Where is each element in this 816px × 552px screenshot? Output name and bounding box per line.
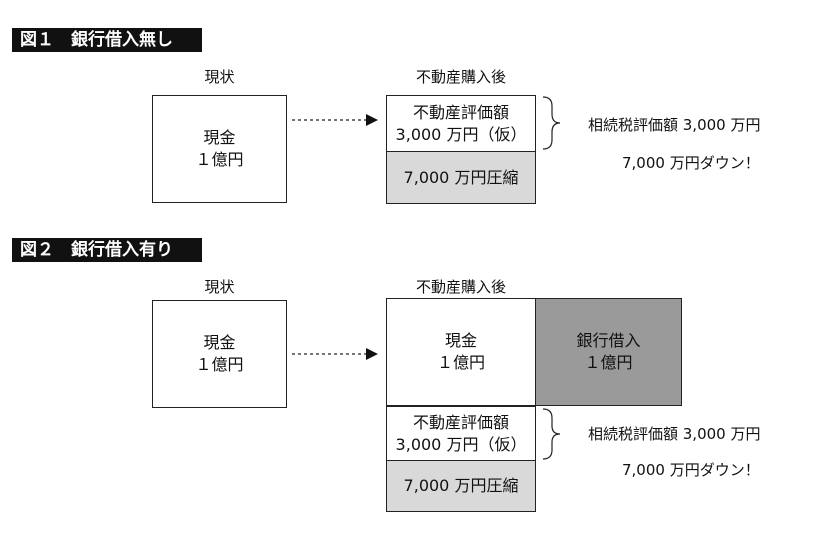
figure2-compression-box: 7,000 万円圧縮 [386, 460, 536, 512]
figure2-current-heading: 現状 [204, 278, 235, 296]
figure2-after-heading: 不動産購入後 [415, 278, 506, 296]
figure2-loan-box: 銀行借入 １億円 [535, 298, 682, 406]
figure1-note-reduction: 7,000 万円ダウン！ [622, 154, 760, 172]
figure2-title: 図２ 銀行借入有り [12, 238, 202, 262]
figure2-compression-label: 7,000 万円圧縮 [403, 476, 519, 495]
figure1-compression-box: 7,000 万円圧縮 [386, 151, 536, 204]
figure2-valuation-label: 不動産評価額 [412, 412, 509, 432]
figure1-note-valuation: 相続税評価額 3,000 万円 [588, 116, 761, 134]
figure1-cash-amount: １億円 [195, 150, 244, 169]
figure1-current-heading: 現状 [204, 68, 235, 86]
figure2-dashed-arrow [292, 348, 378, 360]
figure2-valuation-box: 不動産評価額 3,000 万円（仮） [386, 406, 536, 461]
figure2-after-cash-box: 現金 １億円 [386, 298, 536, 406]
figure1-dashed-arrow [292, 114, 378, 126]
figure2-cash-box: 現金 １億円 [152, 300, 287, 408]
figure1-after-heading: 不動産購入後 [415, 68, 506, 86]
figure2-after-cash-label: 現金 [444, 331, 477, 350]
figure2-cash-label: 現金 [203, 333, 236, 352]
figure1-compression-label: 7,000 万円圧縮 [403, 167, 519, 187]
figure1-cash-label: 現金 [203, 128, 236, 147]
figure2-loan-amount: １億円 [584, 353, 633, 372]
figure1-cash-box: 現金 １億円 [152, 95, 287, 203]
figure2-brace [542, 408, 561, 460]
figure2-cash-amount: １億円 [195, 355, 244, 374]
figure2-note-reduction: 7,000 万円ダウン！ [622, 461, 760, 479]
figure2-after-cash-amount: １億円 [436, 353, 485, 372]
figure2-note-valuation: 相続税評価額 3,000 万円 [588, 425, 761, 443]
figure1-brace [542, 96, 561, 150]
figure1-title: 図１ 銀行借入無し [12, 28, 202, 52]
figure1-valuation-amount: 3,000 万円（仮） [395, 124, 527, 144]
figure2-valuation-amount: 3,000 万円（仮） [395, 434, 527, 454]
figure1-valuation-label: 不動産評価額 [412, 102, 509, 122]
figure2-loan-label: 銀行借入 [576, 331, 641, 350]
